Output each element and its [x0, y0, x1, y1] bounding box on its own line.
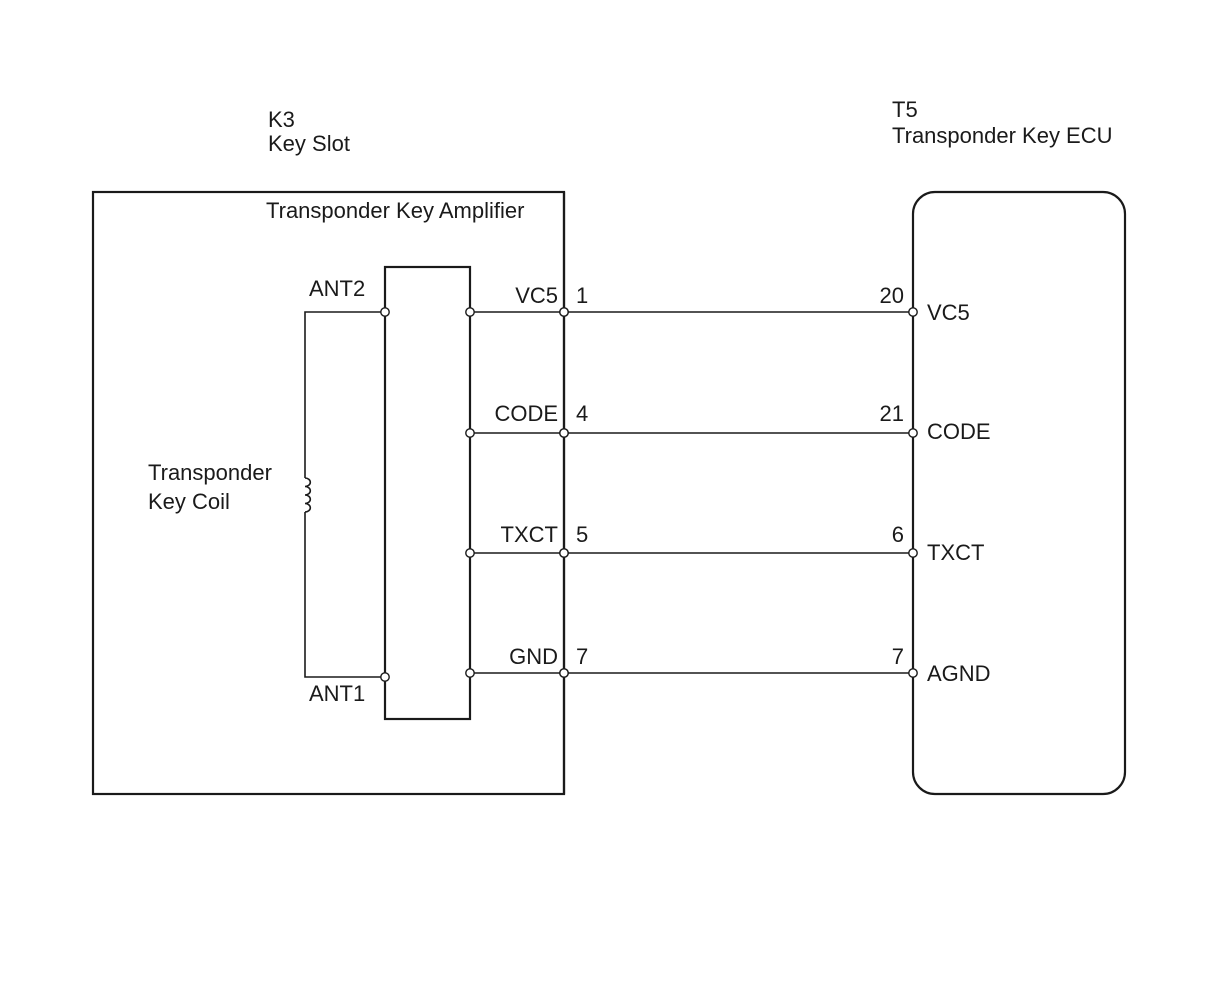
- right-signal-label: AGND: [927, 661, 991, 686]
- left-pin-label: 4: [576, 401, 588, 426]
- right-signal-label: CODE: [927, 419, 991, 444]
- ecu-box: [911, 190, 1127, 796]
- left-pin-label: 5: [576, 522, 588, 547]
- left-component-code: K3: [268, 107, 295, 132]
- amplifier-label: Transponder Key Amplifier: [266, 198, 524, 223]
- connector-terminal-top: [559, 307, 569, 317]
- ecu-terminal: [908, 668, 918, 678]
- right-pin-label: 6: [892, 522, 904, 547]
- ant2-wire: [304, 311, 385, 478]
- left-signal-label: TXCT: [501, 522, 558, 547]
- ant1-terminal: [380, 672, 390, 682]
- antenna-top-label: ANT2: [309, 276, 365, 301]
- connector-terminal-3: [559, 548, 569, 558]
- ecu-terminal: [908, 307, 918, 317]
- coil-label-line1: Transponder: [148, 460, 272, 485]
- amplifier-terminal: [465, 307, 475, 317]
- right-component-code: T5: [892, 97, 918, 122]
- connection-row-0: VC5 1 20 VC5: [465, 283, 970, 325]
- connection-row-1: CODE 4 21 CODE: [465, 401, 991, 444]
- amplifier-terminal: [465, 668, 475, 678]
- amplifier-terminal: [465, 548, 475, 558]
- coil-icon: [304, 477, 312, 513]
- connector-terminal-4: [559, 668, 569, 678]
- ecu-terminal: [908, 428, 918, 438]
- left-pin-label: 1: [576, 283, 588, 308]
- left-component-name: Key Slot: [268, 131, 350, 156]
- coil-label-line2: Key Coil: [148, 489, 230, 514]
- amplifier-terminal: [465, 428, 475, 438]
- left-signal-label: CODE: [494, 401, 558, 426]
- right-signal-label: VC5: [927, 300, 970, 325]
- right-pin-label: 7: [892, 644, 904, 669]
- right-pin-label: 20: [880, 283, 904, 308]
- ant1-wire: [304, 512, 385, 678]
- amplifier-block: [383, 265, 472, 721]
- left-signal-label: GND: [509, 644, 558, 669]
- antenna-bottom-label: ANT1: [309, 681, 365, 706]
- left-pin-label: 7: [576, 644, 588, 669]
- right-signal-label: TXCT: [927, 540, 984, 565]
- ecu-terminal: [908, 548, 918, 558]
- right-pin-label: 21: [880, 401, 904, 426]
- connection-row-2: TXCT 5 6 TXCT: [465, 522, 984, 565]
- ant2-terminal: [380, 307, 390, 317]
- left-signal-label: VC5: [515, 283, 558, 308]
- connection-row-3: GND 7 7 AGND: [465, 644, 991, 686]
- connector-terminal-2: [559, 428, 569, 438]
- right-component-name: Transponder Key ECU: [892, 123, 1113, 148]
